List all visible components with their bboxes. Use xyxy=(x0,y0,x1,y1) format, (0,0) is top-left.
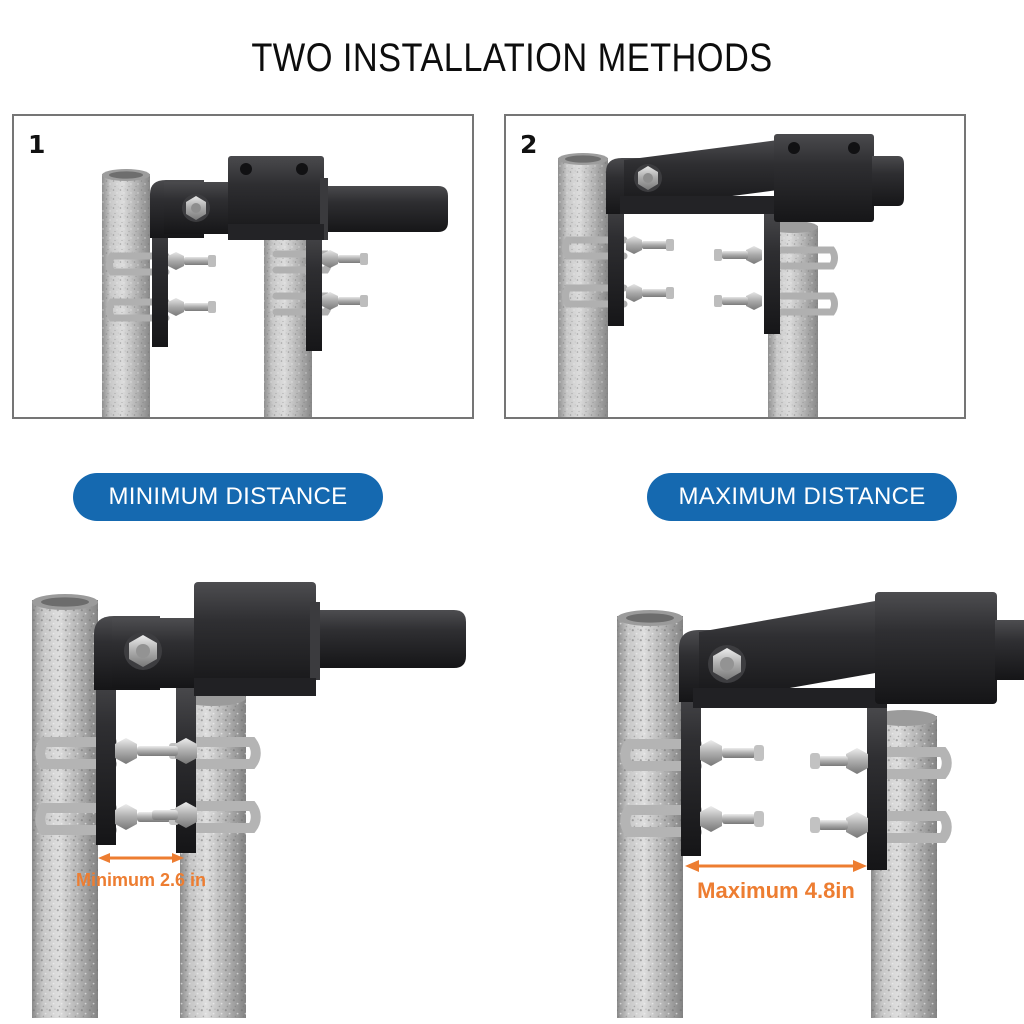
pivot-hex-bolt xyxy=(634,164,662,192)
ubolt-nut-right-lower xyxy=(322,292,368,310)
ubolt-right-upper xyxy=(191,737,261,769)
cross-brace xyxy=(228,224,324,240)
cross-brace xyxy=(194,678,316,696)
detail-view-maximum: Maximum 4.8in xyxy=(575,548,1024,1018)
pole-left xyxy=(102,169,150,417)
bracket-rail xyxy=(620,196,786,214)
mount-hole-1 xyxy=(240,163,252,175)
ubolt-left-lower xyxy=(106,298,170,322)
clamp-plate-left xyxy=(681,676,701,856)
extension-tab xyxy=(872,156,904,206)
ubolt-nut-left-upper xyxy=(168,252,216,270)
badge-maximum-distance: MAXIMUM DISTANCE xyxy=(647,473,957,521)
ubolt-nut-right-upper xyxy=(810,748,868,774)
badge-minimum-label: MINIMUM DISTANCE xyxy=(108,483,348,510)
clamp-plate-left xyxy=(608,190,624,326)
extension-bar xyxy=(320,186,448,232)
badge-maximum-label: MAXIMUM DISTANCE xyxy=(678,483,926,510)
ubolt-nut-left-upper xyxy=(700,740,764,766)
installation-method-panel-1: 1 xyxy=(12,114,474,419)
ubolt-left-lower xyxy=(562,284,628,308)
ubolt-nut-right-lower xyxy=(714,292,762,310)
bracket-arm xyxy=(699,600,881,704)
dimension-arrow-minimum xyxy=(98,853,184,863)
dimension-label-maximum: Maximum 4.8in xyxy=(697,878,855,903)
mount-detail-illustration-maximum: Maximum 4.8in xyxy=(617,592,1024,1018)
mount-plate xyxy=(194,582,316,694)
extension-bar xyxy=(312,610,466,668)
installation-method-panel-2: 2 xyxy=(504,114,966,419)
bracket-arm xyxy=(624,140,778,210)
ubolt-nut-right-lower xyxy=(152,802,197,828)
ubolt-right-upper xyxy=(882,747,952,779)
ubolt-right-lower xyxy=(778,292,838,316)
ubolt-nut-left-lower xyxy=(626,284,674,302)
mount-detail-illustration-minimum: Minimum 2.6 in xyxy=(32,582,466,1018)
bracket-rail xyxy=(693,688,887,708)
ubolt-right-lower xyxy=(191,801,261,833)
mount-hole-2 xyxy=(848,142,860,154)
pivot-hex-bolt xyxy=(124,632,162,670)
dimension-arrow-maximum xyxy=(685,860,867,872)
page-title: TWO INSTALLATION METHODS xyxy=(251,36,773,80)
ubolt-nut-left-upper xyxy=(626,236,674,254)
pole-right xyxy=(180,690,246,1018)
mount-plate xyxy=(875,592,997,704)
detail-view-minimum: Minimum 2.6 in xyxy=(0,548,470,1018)
ubolt-nut-right-upper xyxy=(152,738,197,764)
mount-assembly-illustration-2 xyxy=(558,134,904,417)
mount-assembly-illustration-1 xyxy=(102,156,448,417)
ubolt-left-upper xyxy=(35,737,117,769)
clamp-plate-right xyxy=(867,698,887,870)
ubolt-right-upper xyxy=(778,246,838,270)
panel-number-2: 2 xyxy=(520,130,538,159)
pivot-hex-bolt xyxy=(708,645,746,683)
ubolt-nut-right-lower xyxy=(810,812,868,838)
pivot-hex-bolt xyxy=(182,194,210,222)
dimension-label-minimum: Minimum 2.6 in xyxy=(76,870,206,890)
clamp-plate-left xyxy=(152,212,168,347)
extension-tab xyxy=(995,620,1024,680)
ubolt-nut-right-upper xyxy=(322,250,368,268)
ubolt-left-upper xyxy=(562,236,628,260)
clamp-plate-right xyxy=(306,226,322,351)
panel-number-1: 1 xyxy=(28,130,46,159)
ubolt-left-lower xyxy=(35,803,117,835)
ubolt-left-upper xyxy=(106,252,170,276)
ubolt-nut-left-lower xyxy=(168,298,216,316)
mount-plate xyxy=(228,156,324,238)
clamp-plate-left xyxy=(96,660,116,845)
ubolt-nut-left-lower xyxy=(700,806,764,832)
mount-hole-2 xyxy=(296,163,308,175)
ubolt-right-lower xyxy=(882,811,952,843)
badge-minimum-distance: MINIMUM DISTANCE xyxy=(73,473,383,521)
mount-plate xyxy=(774,134,874,222)
mount-hole-1 xyxy=(788,142,800,154)
clamp-plate-right xyxy=(764,208,780,334)
ubolt-left-upper xyxy=(620,739,702,771)
ubolt-nut-right-upper xyxy=(714,246,762,264)
ubolt-left-lower xyxy=(620,805,702,837)
